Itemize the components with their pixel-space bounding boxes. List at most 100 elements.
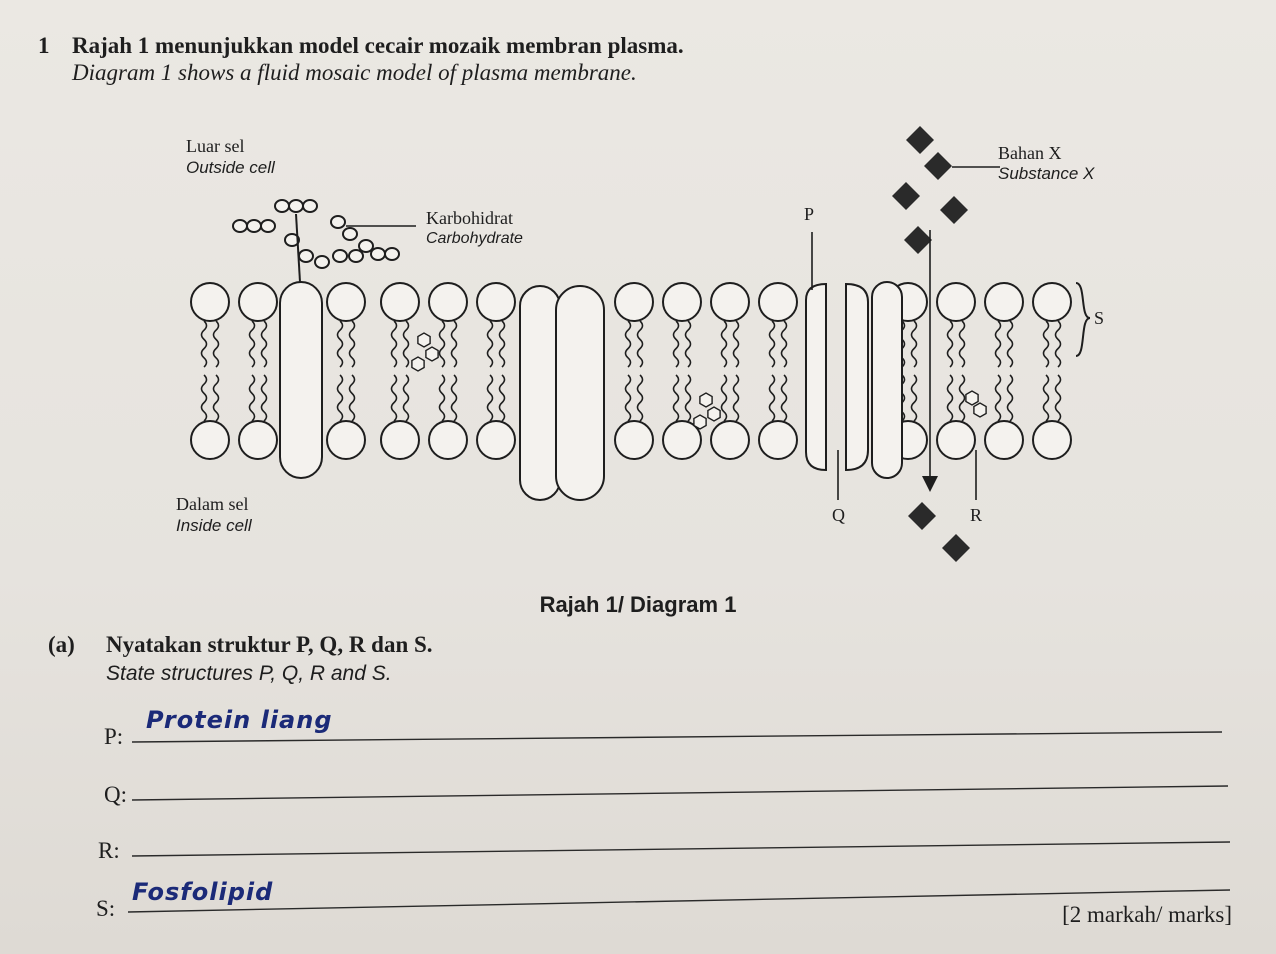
fatty-acid-tail	[390, 374, 398, 422]
phospholipid-tails	[200, 320, 1062, 422]
carbohydrate-label-en: Carbohydrate	[426, 230, 523, 247]
fatty-acid-tail	[348, 320, 356, 368]
fatty-acid-tail	[672, 320, 680, 368]
phospholipid-head	[190, 420, 230, 460]
cholesterol-ring	[699, 392, 713, 408]
phospholipid-head	[238, 282, 278, 322]
fatty-acid-tail	[1054, 320, 1062, 368]
question-text-ms: Rajah 1 menunjukkan model cecair mozaik …	[72, 33, 684, 58]
sugar-unit	[330, 215, 346, 229]
phospholipid-head	[614, 282, 654, 322]
channel-protein-right	[845, 282, 869, 472]
fatty-acid-tail	[624, 320, 632, 368]
fatty-acid-tail	[200, 374, 208, 422]
fatty-acid-tail	[720, 374, 728, 422]
fatty-acid-tail	[910, 320, 918, 368]
sugar-unit	[358, 239, 374, 253]
label-s: S	[1094, 308, 1105, 328]
fatty-acid-tail	[248, 374, 256, 422]
channel-protein-left	[805, 282, 827, 472]
substance-x-diamond	[942, 534, 970, 562]
fatty-acid-tail	[1006, 374, 1014, 422]
answer-p-handwriting[interactable]: Protein liang	[146, 706, 333, 734]
phospholipid-head	[326, 282, 366, 322]
substance-x-diamond	[940, 196, 968, 224]
diagram-caption: Rajah 1/ Diagram 1	[539, 592, 737, 617]
fatty-acid-tail	[768, 320, 776, 368]
phospholipid-head	[758, 420, 798, 460]
cholesterol-molecules	[411, 332, 987, 430]
fatty-acid-tail	[438, 374, 446, 422]
fatty-acid-tail	[768, 374, 776, 422]
carbohydrate-stalk	[295, 213, 301, 283]
integral-protein	[555, 285, 605, 501]
sugar-unit	[260, 219, 276, 233]
marks-label: [2 markah/ marks]	[1062, 902, 1232, 927]
answer-label-q: Q:	[104, 782, 127, 807]
phospholipid-head	[380, 282, 420, 322]
part-a-text-ms: Nyatakan struktur P, Q, R dan S.	[106, 632, 433, 657]
fatty-acid-tail	[780, 374, 788, 422]
substance-x-diamond	[906, 126, 934, 154]
fatty-acid-tail	[636, 320, 644, 368]
phospholipid-head	[710, 282, 750, 322]
label-r: R	[970, 505, 983, 525]
fatty-acid-tail	[994, 320, 1002, 368]
fatty-acid-tail	[946, 320, 954, 368]
fatty-acid-tail	[684, 320, 692, 368]
sugar-unit	[302, 199, 318, 213]
fatty-acid-tail	[780, 320, 788, 368]
channel-protein-side	[871, 281, 903, 479]
phospholipid-head	[984, 420, 1024, 460]
question-number: 1	[38, 33, 50, 58]
question-text-en: Diagram 1 shows a fluid mosaic model of …	[72, 60, 637, 85]
substance-x-diamond	[904, 226, 932, 254]
phospholipid-head	[936, 282, 976, 322]
cholesterol-ring	[965, 390, 979, 406]
fatty-acid-tail	[212, 374, 220, 422]
phospholipid-head	[936, 420, 976, 460]
fatty-acid-tail	[720, 320, 728, 368]
fatty-acid-tail	[336, 374, 344, 422]
carbohydrate-label-ms: Karbohidrat	[426, 208, 513, 228]
fatty-acid-tail	[732, 374, 740, 422]
sugar-unit	[288, 199, 304, 213]
sugar-unit	[342, 227, 358, 241]
fatty-acid-tail	[438, 320, 446, 368]
fatty-acid-tail	[450, 320, 458, 368]
phospholipid-head	[1032, 420, 1072, 460]
sugar-unit	[348, 249, 364, 263]
fatty-acid-tail	[1042, 320, 1050, 368]
phospholipid-head	[710, 420, 750, 460]
phospholipid-head	[476, 420, 516, 460]
sugar-unit	[246, 219, 262, 233]
inside-label-en: Inside cell	[176, 516, 252, 535]
sugar-unit	[298, 249, 314, 263]
substance-x-diamond	[892, 182, 920, 210]
fatty-acid-tail	[260, 374, 268, 422]
phospholipid-head	[662, 420, 702, 460]
label-q: Q	[832, 505, 845, 525]
label-lines	[346, 166, 1091, 500]
phospholipid-head	[984, 282, 1024, 322]
cholesterol-ring	[707, 406, 721, 422]
substance-label-en: Substance X	[998, 164, 1095, 183]
substance-label-ms: Bahan X	[998, 143, 1062, 163]
fatty-acid-tail	[248, 320, 256, 368]
sugar-unit	[274, 199, 290, 213]
answer-label-p: P:	[104, 724, 124, 749]
fatty-acid-tail	[212, 320, 220, 368]
phospholipid-heads	[190, 282, 1072, 460]
sugar-unit	[332, 249, 348, 263]
phospholipid-head	[190, 282, 230, 322]
fatty-acid-tail	[260, 320, 268, 368]
answer-s-handwriting[interactable]: Fosfolipid	[132, 878, 274, 906]
part-a-letter: (a)	[48, 632, 75, 657]
fatty-acid-tail	[624, 374, 632, 422]
phospholipid-head	[428, 282, 468, 322]
sugar-unit	[370, 247, 386, 261]
arrow-head-icon	[922, 476, 938, 492]
fatty-acid-tail	[390, 320, 398, 368]
phospholipid-head	[326, 420, 366, 460]
